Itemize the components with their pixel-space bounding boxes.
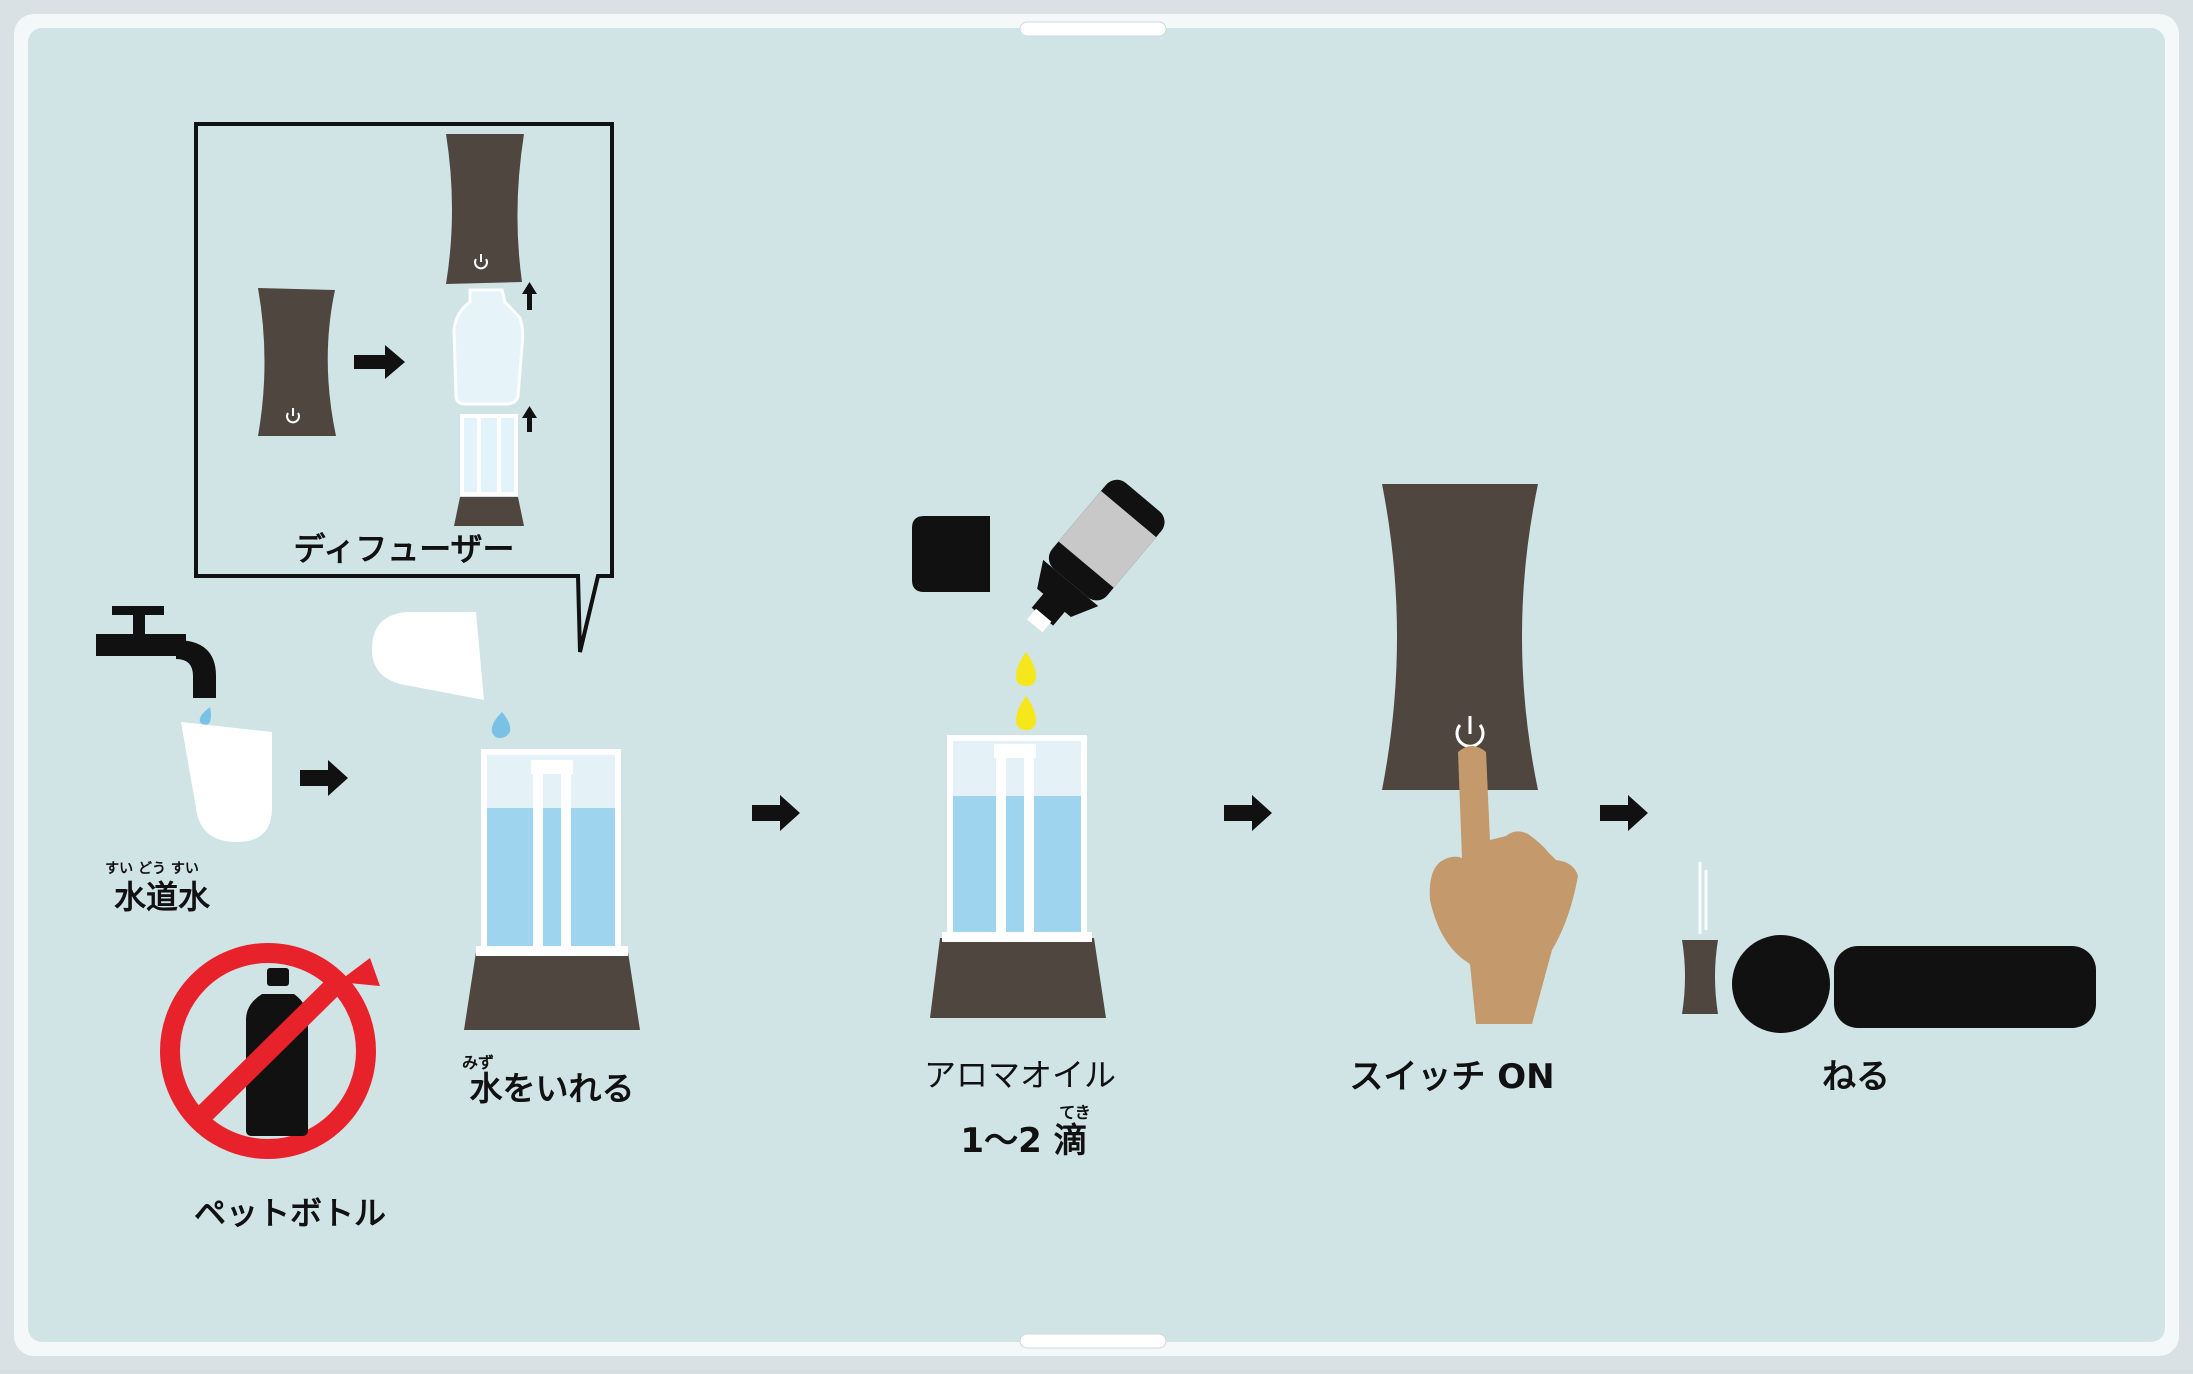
water-drop-icon: [199, 707, 211, 725]
diffuser-base-filled-icon: [464, 749, 640, 1030]
arrow-right-icon: [300, 760, 348, 796]
bottle-cap-icon: [912, 516, 990, 592]
mist-icon: [1698, 862, 1708, 934]
oil-drop-icon: [1016, 696, 1036, 730]
oil-drop-icon: [1016, 652, 1036, 686]
faucet-icon: [96, 606, 216, 698]
water-drop-icon: [491, 712, 511, 738]
diffuser-assembled-icon: [258, 288, 336, 436]
add-water-ruby: みず: [462, 1053, 494, 1072]
prohibited-sign-icon: [160, 943, 380, 1159]
diffuser-small-icon: [1682, 940, 1718, 1014]
frame-tab-bottom: [1019, 1333, 1167, 1349]
pet-bottle-label: ペットボトル: [194, 1194, 386, 1232]
step-aroma-oil: アロマオイル てき 1〜2 滴: [912, 479, 1272, 1161]
arrow-up-icon: [522, 406, 537, 432]
step-add-water: みず 水をいれる: [372, 612, 800, 1108]
arrow-right-icon: [1224, 795, 1272, 831]
sleeping-person-icon: [1732, 935, 2096, 1033]
aroma-oil-label: アロマオイル: [924, 1056, 1116, 1094]
finger-icon: [1429, 746, 1578, 1024]
tap-water-label: 水道水: [114, 878, 211, 916]
arrow-right-icon: [354, 345, 405, 379]
pitcher-icon: [372, 612, 484, 700]
step-switch-on: スイッチ ON: [1349, 484, 1648, 1097]
diffuser-parts-callout: ディフューザー: [194, 122, 614, 653]
no-pet-bottle: ペットボトル: [160, 943, 386, 1232]
speech-bubble: [194, 122, 614, 653]
sleep-label: ねる: [1822, 1057, 1890, 1097]
power-icon: [474, 254, 488, 270]
arrow-right-icon: [1600, 795, 1648, 831]
diffuser-cover-icon: [446, 134, 524, 284]
power-icon: [286, 408, 300, 424]
water-tank-icon: [452, 288, 525, 406]
diffuser-assembled-icon: [1382, 484, 1538, 790]
frame-tab-top: [1019, 21, 1167, 37]
drops-label: 1〜2 滴: [960, 1121, 1087, 1161]
diffuser-base-filled-icon: [930, 735, 1106, 1018]
add-water-label: 水をいれる: [470, 1069, 635, 1108]
tap-water-ruby: すい どう すい: [105, 861, 199, 877]
arrow-right-icon: [752, 795, 800, 831]
cup-icon: [181, 722, 272, 842]
step-sleep: ねる: [1682, 862, 2096, 1097]
oil-bottle-icon: [1027, 479, 1165, 633]
arrow-up-icon: [522, 282, 537, 310]
diffuser-label: ディフューザー: [293, 530, 514, 568]
switch-on-label: スイッチ ON: [1349, 1057, 1554, 1097]
step-tap-water: すい どう すい 水道水: [96, 606, 348, 916]
diffuser-base-icon: [454, 414, 524, 526]
drops-ruby: てき: [1059, 1103, 1091, 1122]
